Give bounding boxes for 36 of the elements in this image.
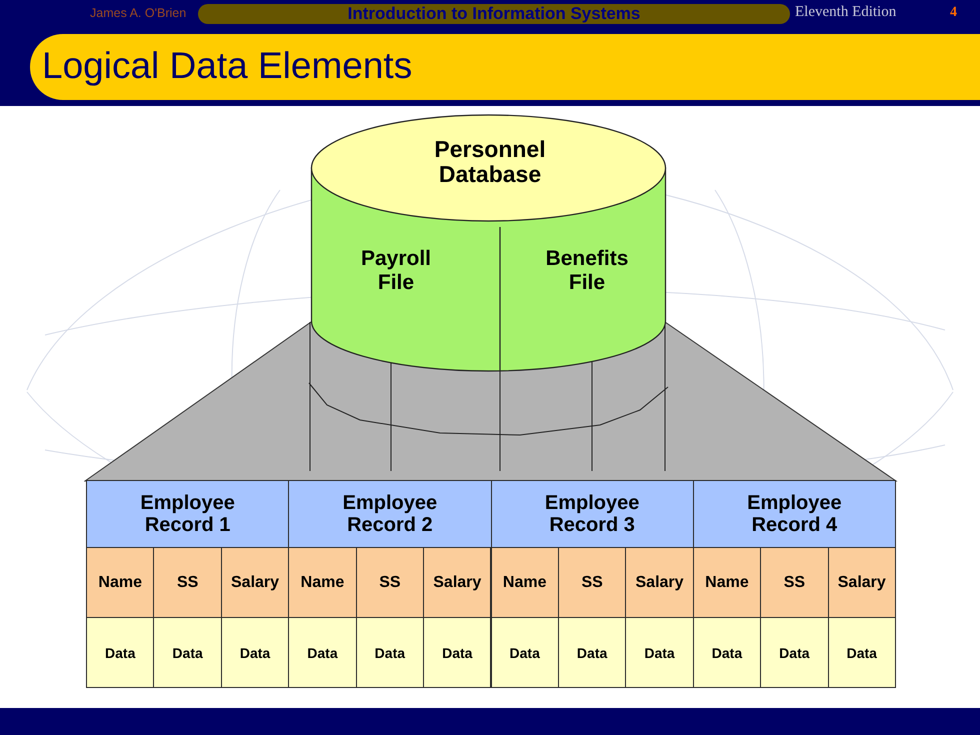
data-cell: Data: [558, 617, 626, 688]
database-label: Personnel Database: [434, 137, 546, 187]
field-name-cell: Name: [288, 547, 357, 618]
book-title-banner: Introduction to Information Systems: [198, 4, 790, 24]
field-name-cell: Salary: [828, 547, 896, 618]
file-label: Payroll File: [360, 247, 432, 295]
author-name: James A. O'Brien: [90, 5, 186, 21]
record-header-cell: Employee Record 3: [490, 480, 694, 548]
edition-label: Eleventh Edition: [795, 3, 896, 21]
data-cell: Data: [423, 617, 492, 688]
data-cell: Data: [86, 617, 154, 688]
field-name-cell: Salary: [423, 547, 492, 618]
file-label: Benefits File: [546, 247, 628, 295]
data-cell: Data: [828, 617, 896, 688]
field-name-cell: SS: [558, 547, 626, 618]
data-cell: Data: [490, 617, 559, 688]
data-cell: Data: [692, 617, 762, 688]
field-name-cell: Name: [490, 547, 559, 618]
field-name-cell: Name: [86, 547, 154, 618]
slide-title: Logical Data Elements: [42, 45, 412, 87]
data-cell: Data: [356, 617, 424, 688]
data-cell: Data: [625, 617, 694, 688]
page-number: 4: [950, 4, 957, 22]
field-name-cell: SS: [153, 547, 222, 618]
field-name-cell: Name: [692, 547, 762, 618]
data-cell: Data: [288, 617, 357, 688]
field-name-cell: SS: [356, 547, 424, 618]
data-cell: Data: [760, 617, 829, 688]
field-name-cell: Salary: [625, 547, 694, 618]
record-header-cell: Employee Record 2: [288, 480, 492, 548]
data-cell: Data: [220, 617, 290, 688]
field-name-cell: SS: [760, 547, 829, 618]
record-header-cell: Employee Record 1: [86, 480, 290, 548]
data-cell: Data: [153, 617, 222, 688]
field-name-cell: Salary: [220, 547, 290, 618]
record-header-cell: Employee Record 4: [692, 480, 896, 548]
